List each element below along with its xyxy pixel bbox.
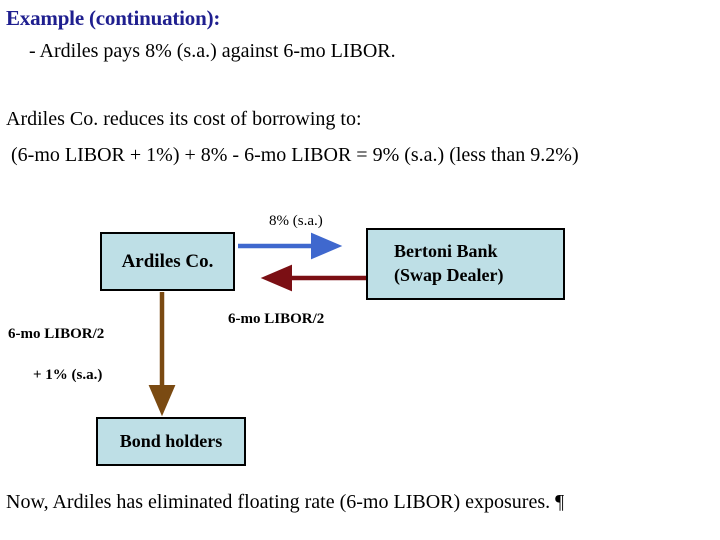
node-ardiles-label: Ardiles Co.: [121, 250, 214, 272]
label-bond-spread: + 1% (s.a.): [33, 367, 103, 383]
node-bertoni-label-line1: Bertoni Bank: [394, 241, 498, 262]
label-float-receipt: 6-mo LIBOR/2: [228, 311, 325, 327]
label-bond-coupon: 6-mo LIBOR/2: [8, 326, 105, 342]
node-bond-holders-label: Bond holders: [119, 431, 223, 451]
node-bertoni-label-line2: (Swap Dealer): [394, 265, 504, 285]
closing-line: Now, Ardiles has eliminated floating rat…: [6, 491, 565, 513]
node-bond-holders[interactable]: Bond holders: [96, 417, 246, 466]
node-bertoni-bank[interactable]: Bertoni Bank (Swap Dealer): [366, 228, 565, 300]
cost-formula-line: (6-mo LIBOR + 1%) + 8% - 6-mo LIBOR = 9%…: [11, 144, 579, 166]
node-ardiles-co[interactable]: Ardiles Co.: [100, 232, 235, 291]
slide-title: Example (continuation):: [6, 6, 221, 30]
cost-reduction-line: Ardiles Co. reduces its cost of borrowin…: [6, 108, 362, 130]
bullet-line: - Ardiles pays 8% (s.a.) against 6-mo LI…: [29, 40, 396, 62]
label-fixed-payment: 8% (s.a.): [269, 213, 323, 229]
